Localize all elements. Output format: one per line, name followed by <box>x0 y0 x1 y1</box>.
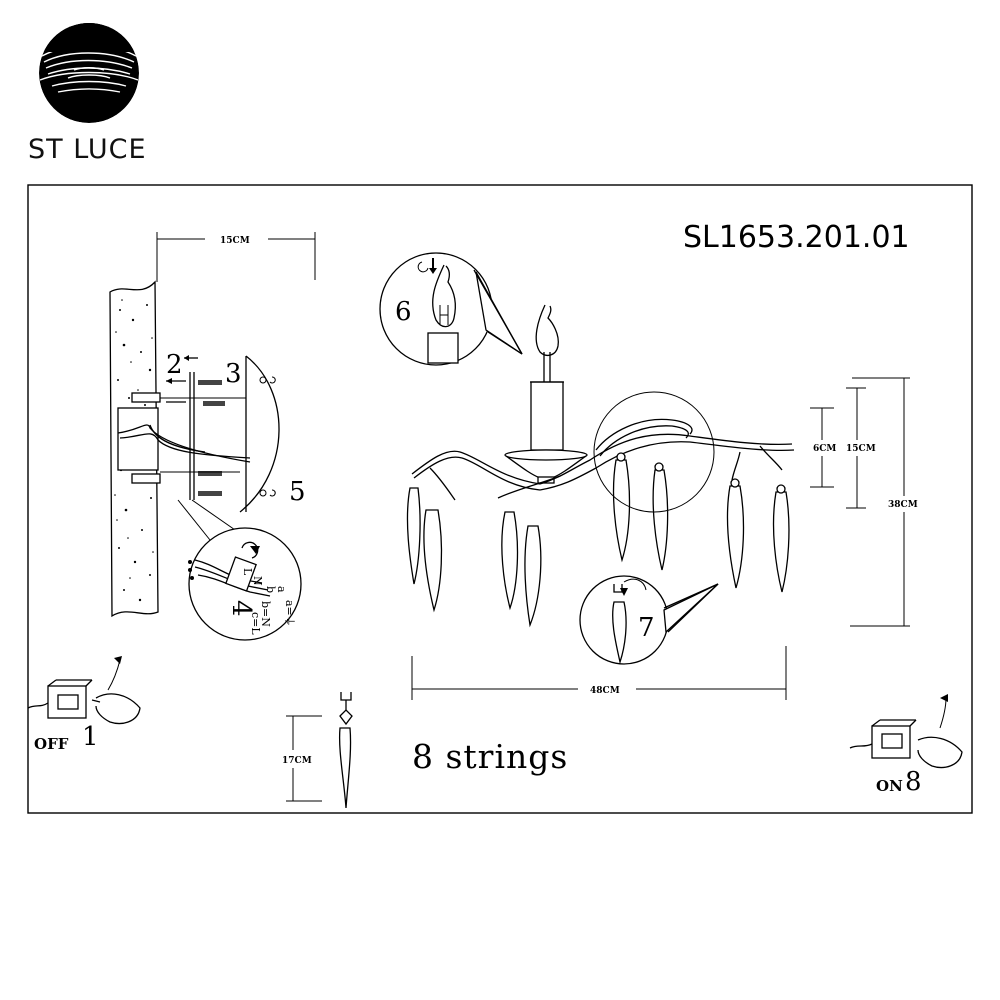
model-number: SL1653.201.01 <box>683 220 910 255</box>
wire-label-a: a <box>275 586 288 593</box>
mounting-hardware <box>117 355 280 541</box>
wire-label-b: b <box>264 586 277 593</box>
switch-off-label: OFF <box>34 735 69 753</box>
step-7-label: 7 <box>638 613 655 643</box>
step-3-label: 3 <box>225 359 242 389</box>
wiring-detail: L N b a b=N c=L a=⏚ 4 <box>188 527 302 641</box>
step-8-label: 8 <box>905 767 922 797</box>
step-4-label: 4 <box>226 600 256 617</box>
width-label: 48CM <box>590 686 620 696</box>
strings-count-label: 8 strings <box>412 737 568 776</box>
diagram-frame <box>27 184 973 814</box>
wire-label-bn: b=N <box>259 601 272 627</box>
step-5-label: 5 <box>289 477 306 507</box>
brand-name: ST LUCE <box>28 134 147 165</box>
switch-on-illustration <box>849 694 963 769</box>
total-height-label: 38CM <box>888 500 918 510</box>
pendant-detail: 17CM <box>282 692 353 809</box>
hook-detail: 7 <box>579 575 719 665</box>
wall-depth-dimension: 15CM <box>156 232 316 282</box>
chandelier-drawing <box>406 304 795 628</box>
pendant-length-label: 17CM <box>282 756 312 766</box>
wire-label-cl: c=L <box>249 612 262 635</box>
wire-label-l: L <box>241 568 254 576</box>
step-2-label: 2 <box>166 350 183 380</box>
width-dimension: 48CM <box>411 646 787 700</box>
bulb-detail: 6 <box>379 252 523 366</box>
wall-section <box>109 280 161 618</box>
st-luce-swirl-logo <box>39 23 139 123</box>
small-height-dimension: 6CM <box>810 407 836 488</box>
wire-label-ground: a=⏚ <box>283 600 296 627</box>
mid-height-label: 15CM <box>846 444 876 454</box>
total-height-dimension: 38CM <box>850 377 918 627</box>
small-height-label: 6CM <box>813 444 836 454</box>
switch-off-illustration <box>27 656 141 725</box>
wire-label-n: N <box>251 576 264 586</box>
step-1-label: 1 <box>82 722 99 752</box>
switch-on-label: ON <box>876 777 903 795</box>
step-6-label: 6 <box>395 297 412 327</box>
wall-depth-label: 15CM <box>220 236 250 246</box>
mid-height-dimension: 15CM <box>846 387 876 509</box>
